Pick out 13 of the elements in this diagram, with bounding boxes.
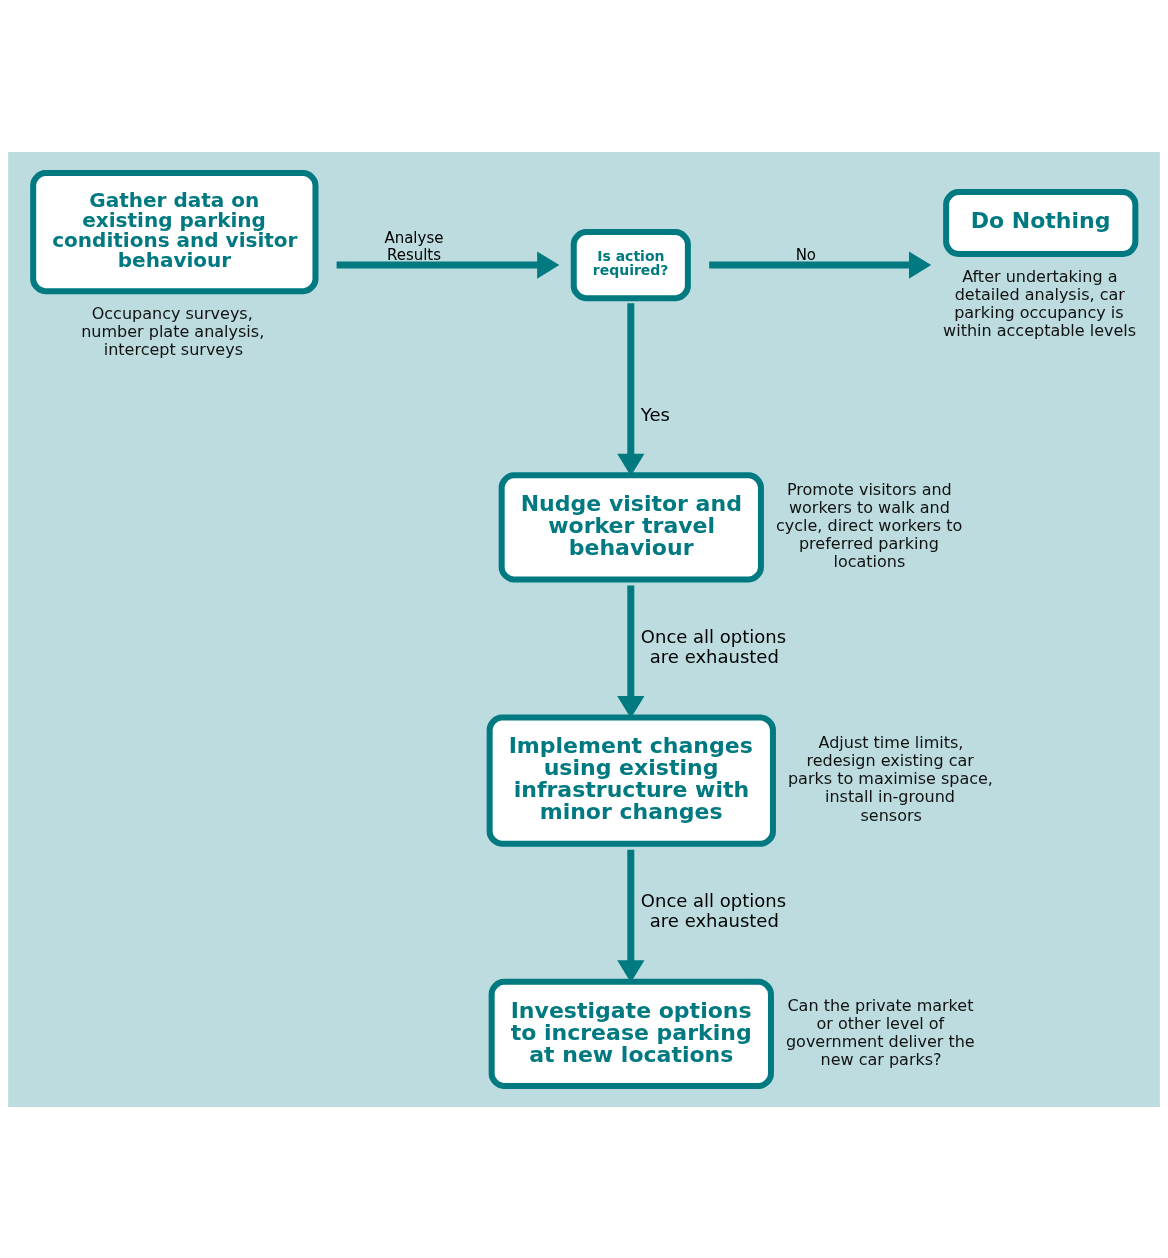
edge-label: Yes <box>640 403 670 425</box>
arrow <box>336 251 560 279</box>
edge-label: Analyse Results <box>384 228 444 264</box>
node-label: Promote visitors and workers to walk and cycle, direct workers to preferred parking locations <box>775 479 963 571</box>
edge-label: No <box>795 245 817 264</box>
node-label: Adjust time limits, redesign existing car parks to maximise space, install in-ground sensors <box>787 732 993 824</box>
node-label: After undertaking a detailed analysis, car parking occupancy is within acceptable levels <box>943 266 1137 340</box>
edge-label: Once all options are exhausted <box>640 625 787 667</box>
edge-label: Once all options are exhausted <box>640 889 787 931</box>
arrow <box>617 584 645 718</box>
arrow <box>617 302 645 476</box>
node-label: Occupancy surveys, number plate analysis, intercept surveys <box>81 303 265 359</box>
node-label: Can the private market or other level of government deliver the new car parks? <box>785 995 975 1069</box>
